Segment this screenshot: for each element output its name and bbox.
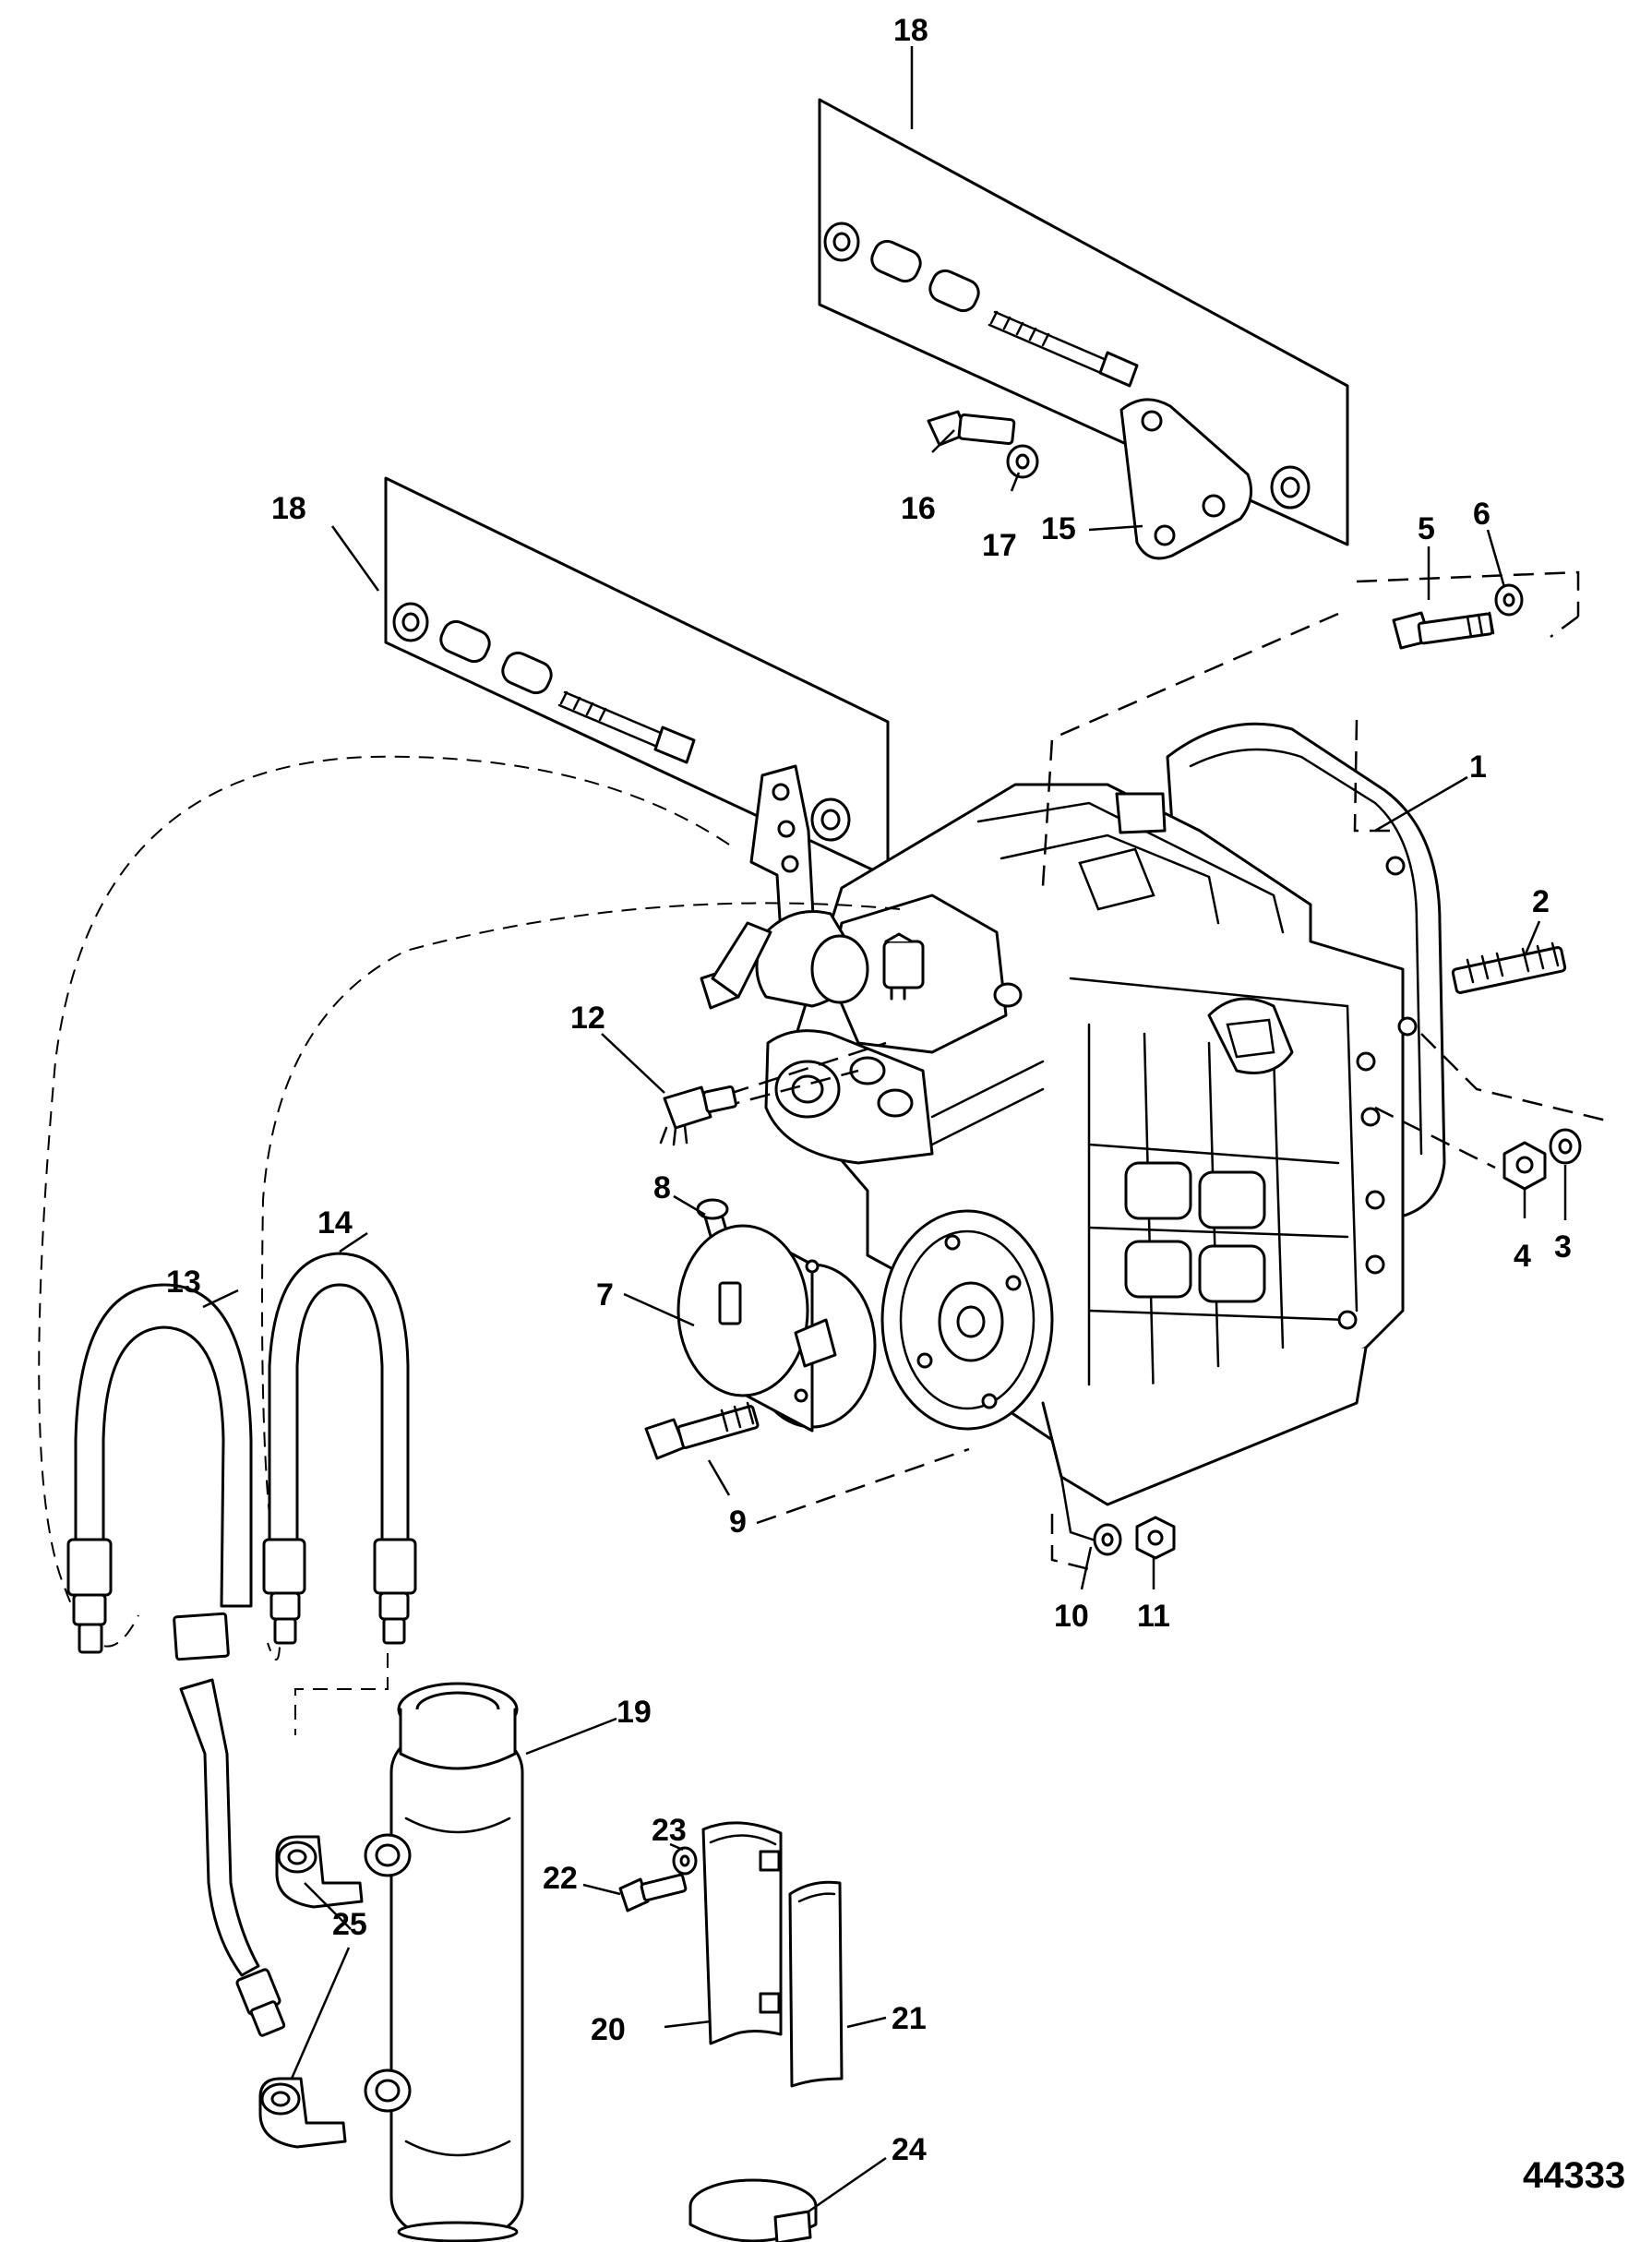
callout-23: 23: [652, 1813, 687, 1848]
callout-17: 17: [982, 528, 1017, 563]
callout-15: 15: [1041, 511, 1076, 546]
callout-21: 21: [892, 2001, 927, 2036]
callout-3: 3: [1554, 1229, 1572, 1265]
oil-cooler: [258, 1682, 524, 2242]
callout-14: 14: [317, 1205, 353, 1241]
assembly-lines: [38, 570, 1611, 1735]
callout-19: 19: [617, 1695, 652, 1730]
callout-6: 6: [1473, 497, 1490, 532]
transmission-housing: [700, 722, 1446, 1543]
callout-8: 8: [653, 1170, 671, 1205]
leader-lines: [202, 46, 1567, 2213]
callout-9: 9: [729, 1505, 747, 1540]
callout-7: 7: [596, 1277, 614, 1313]
callout-25: 25: [332, 1907, 367, 1942]
callout-labels: 1 2 3 4 5 6 7 8 9 10 11 12 13 14 15 16 1…: [166, 13, 1625, 2196]
hoses: [66, 1252, 417, 2037]
callout-20: 20: [591, 2012, 626, 2047]
callout-11: 11: [1137, 1599, 1170, 1634]
clamp-parts: [618, 1821, 844, 2242]
callout-18-top: 18: [893, 13, 928, 48]
callout-5: 5: [1418, 511, 1435, 546]
callout-24: 24: [892, 2132, 927, 2167]
mount-kit-panel-left: [384, 476, 890, 936]
hardware: [644, 583, 1582, 1560]
callout-18-left: 18: [271, 491, 306, 526]
mount-kit-panel-top: [818, 98, 1349, 560]
callout-1: 1: [1469, 749, 1487, 785]
callout-10: 10: [1054, 1599, 1089, 1634]
callout-2: 2: [1532, 884, 1550, 919]
callout-4: 4: [1514, 1239, 1531, 1274]
callout-13: 13: [166, 1265, 201, 1300]
callout-16: 16: [901, 491, 936, 526]
figure-number: 44333: [1523, 2155, 1625, 2196]
callout-22: 22: [543, 1861, 578, 1896]
callout-12: 12: [570, 1001, 605, 1036]
